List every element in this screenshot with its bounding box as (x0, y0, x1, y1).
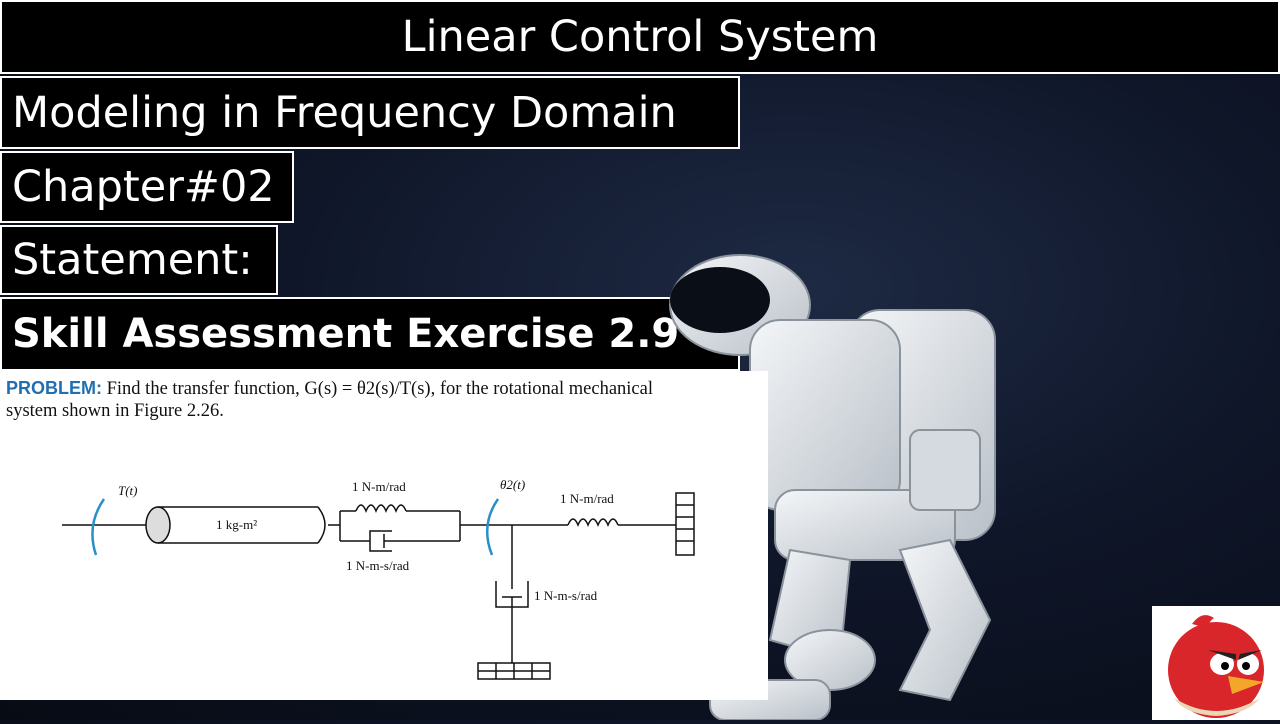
problem-text-line2: system shown in Figure 2.26. (6, 401, 224, 421)
topic-label: Modeling in Frequency Domain (12, 87, 677, 138)
title-bar: Linear Control System (0, 0, 1280, 74)
statement-label-box: Statement: (0, 225, 278, 295)
damper1-icon (369, 530, 392, 552)
chapter-label: Chapter#02 (12, 162, 275, 212)
torque-arrow-icon (91, 498, 106, 556)
damper1-label: 1 N-m-s/rad (346, 558, 410, 573)
spring1-label: 1 N-m/rad (352, 479, 406, 494)
exercise-label-box: Skill Assessment Exercise 2.9 (0, 297, 740, 371)
chapter-label-box: Chapter#02 (0, 151, 294, 223)
wall-right-icon (675, 492, 695, 556)
problem-label: PROBLEM: (6, 378, 102, 398)
damper2-label: 1 N-m-s/rad (534, 588, 598, 603)
exercise-label: Skill Assessment Exercise 2.9 (12, 311, 680, 357)
problem-statement: PROBLEM: Find the transfer function, G(s… (6, 377, 766, 422)
spring2-label: 1 N-m/rad (560, 491, 614, 506)
topic-label-box: Modeling in Frequency Domain (0, 76, 740, 149)
inertia-label: 1 kg-m² (216, 517, 257, 532)
torque-label: T(t) (118, 483, 138, 498)
spring1-icon (355, 504, 407, 513)
problem-text-line1: Find the transfer function, G(s) = θ2(s)… (106, 379, 653, 399)
theta-label: θ2(t) (500, 477, 525, 492)
problem-panel: PROBLEM: Find the transfer function, G(s… (0, 371, 768, 700)
statement-label: Statement: (12, 235, 253, 285)
angry-bird-icon (1152, 606, 1280, 720)
page-title: Linear Control System (401, 12, 879, 62)
spring2-icon (567, 518, 619, 527)
robot-illustration (669, 254, 996, 720)
rotational-system-figure: T(t) 1 kg-m² 1 N-m/rad 1 N-m-s/rad θ2(t)… (62, 477, 695, 680)
theta-arrow-icon (485, 498, 500, 556)
